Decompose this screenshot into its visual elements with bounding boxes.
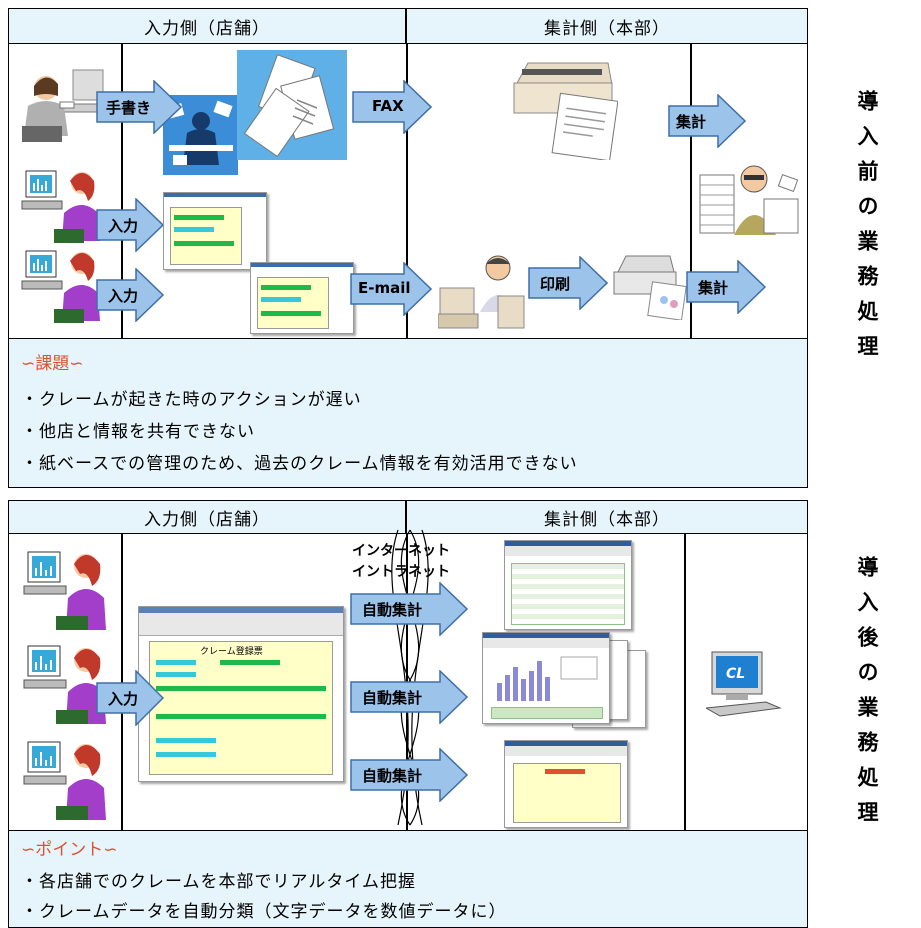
printer-illustration	[513, 62, 618, 160]
after-header-aggregate: 集計側（本部）	[406, 500, 808, 534]
input-arrow-1	[96, 198, 164, 252]
input-arrow-1-label: 入力	[108, 217, 139, 235]
before-divider-3	[690, 44, 692, 338]
email-arrow	[350, 262, 432, 316]
overwhelmed-worker-illustration	[699, 165, 799, 235]
network-label-intranet: イントラネット	[352, 564, 450, 580]
store-staff-illustration-4	[23, 645, 106, 724]
auto-aggregate-arrow-3-label: 自動集計	[362, 767, 423, 785]
print-arrow	[528, 256, 608, 310]
before-divider-2	[406, 44, 408, 338]
handwritten-arrow-label: 手書き	[106, 99, 152, 117]
flying-papers-illustration	[237, 50, 347, 160]
bar-graph-thumbnail	[491, 653, 603, 703]
after-divider-1	[121, 534, 123, 830]
after-side-label: 導入後の業務処理	[855, 556, 880, 836]
print-arrow-label: 印刷	[540, 275, 571, 293]
aggregate-top-arrow	[668, 94, 746, 148]
cl-logo-text: CL	[726, 666, 745, 682]
store-staff-illustration-2	[21, 250, 100, 323]
web-input-form-screenshot: クレーム登録票	[138, 606, 344, 782]
auto-aggregate-arrow-2-label: 自動集計	[362, 689, 423, 707]
point-item: ・クレームデータを自動分類（文字データを数値データに）	[21, 902, 507, 922]
input-arrow-2	[96, 268, 164, 322]
report-detail-screenshot	[504, 740, 628, 828]
before-header-input: 入力側（店舗）	[8, 8, 406, 44]
before-divider-1	[121, 44, 123, 338]
form-title: クレーム登録票	[200, 647, 263, 657]
issues-box: ∽課題∽ ・クレームが起きた時のアクションが遅い ・他店と情報を共有できない ・…	[8, 338, 808, 488]
input-form-screenshot-2	[250, 262, 354, 334]
issue-item: ・他店と情報を共有できない	[21, 422, 255, 442]
aggregate-bottom-arrow-label: 集計	[698, 279, 729, 297]
report-table-screenshot	[504, 540, 632, 630]
store-staff-illustration-5	[23, 741, 106, 820]
store-staff-illustration-3	[23, 551, 106, 630]
point-item: ・各店舗でのクレームを本部でリアルタイム把握	[21, 872, 416, 892]
input-form-screenshot-1	[163, 192, 267, 270]
email-arrow-label: E-mail	[358, 279, 411, 297]
after-divider-3	[684, 534, 686, 830]
input-arrow-2-label: 入力	[108, 287, 139, 305]
auto-aggregate-arrow-2	[350, 670, 468, 724]
auto-aggregate-arrow-1-label: 自動集計	[362, 601, 423, 619]
input-arrow-after	[96, 670, 164, 726]
store-staff-illustration-1	[21, 170, 100, 243]
auto-aggregate-arrow-3	[350, 748, 468, 802]
aggregate-top-arrow-label: 集計	[676, 113, 707, 131]
auto-aggregate-arrow-1	[350, 582, 468, 636]
report-chart-screenshot	[482, 632, 610, 724]
points-box: ∽ポイント∽ ・各店舗でのクレームを本部でリアルタイム把握 ・クレームデータを自…	[8, 830, 808, 928]
aggregate-bottom-arrow	[686, 260, 766, 314]
person-writing-illustration	[22, 69, 109, 142]
issue-item: ・クレームが起きた時のアクションが遅い	[21, 390, 362, 410]
before-side-label: 導入前の業務処理	[855, 90, 880, 370]
hq-worker-illustration	[438, 255, 525, 329]
issue-item: ・紙ベースでの管理のため、過去のクレーム情報を有効活用できない	[21, 454, 578, 474]
form-area: クレーム登録票	[149, 641, 333, 775]
handwritten-arrow	[96, 80, 182, 134]
fax-arrow-label: FAX	[372, 97, 404, 115]
after-header-input: 入力側（店舗）	[8, 500, 406, 534]
fax-arrow	[352, 80, 432, 134]
network-label-internet: インターネット	[352, 543, 450, 559]
points-title: ∽ポイント∽	[21, 840, 118, 860]
office-paperwork-illustration	[163, 95, 238, 175]
before-header-aggregate: 集計側（本部）	[406, 8, 808, 44]
input-arrow-after-label: 入力	[108, 690, 139, 708]
small-printer-illustration	[613, 255, 687, 320]
issues-title: ∽課題∽	[21, 354, 84, 374]
cl-system-monitor-illustration: CL	[706, 651, 782, 717]
